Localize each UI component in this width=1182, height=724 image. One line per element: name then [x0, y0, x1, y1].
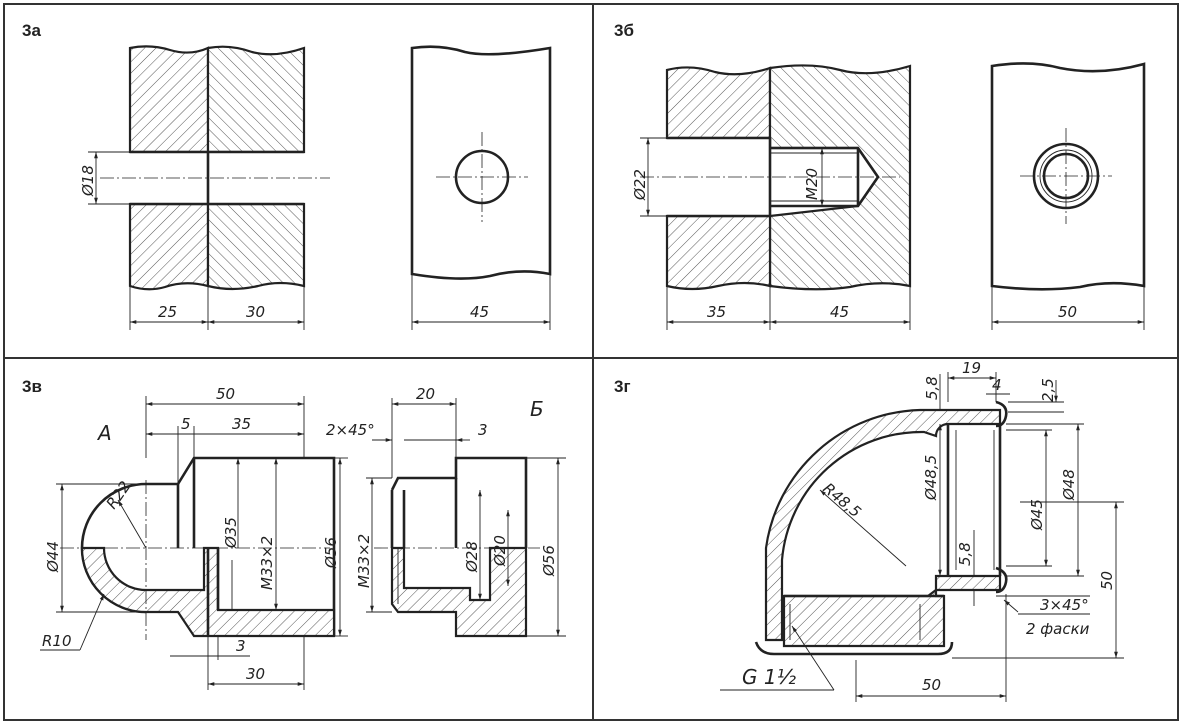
panel-3a: 3а Ø18 25 30	[22, 21, 552, 330]
dim-dia45: Ø45	[1028, 499, 1046, 531]
dim-dia44: Ø44	[44, 541, 62, 573]
dim-dia35: Ø35	[222, 517, 240, 549]
dim-35-top: 35	[232, 415, 251, 433]
dim-3-bottom: 3	[236, 637, 246, 655]
panel-label-3v: 3в	[22, 377, 42, 396]
panel-3v: 3в А Б 50 5 35 Ø44	[22, 377, 566, 690]
dim-chamfer-2x45: 2×45°	[326, 421, 375, 439]
dim-dia48-5: Ø48,5	[922, 455, 940, 501]
dim-50-vertical: 50	[1098, 571, 1116, 590]
part-a-section	[60, 456, 336, 640]
dim-30: 30	[246, 303, 265, 321]
dim-dia18: Ø18	[79, 165, 97, 197]
dim-45: 45	[470, 303, 489, 321]
dim-dia56-right: Ø56	[540, 545, 558, 577]
dim-r22: R22	[103, 478, 135, 513]
dim-chamfer-note: 2 фаски	[1026, 620, 1090, 638]
panel-3g: 3г 19 4 5,8	[614, 359, 1124, 702]
dim-4: 4	[992, 376, 1002, 394]
dim-5: 5	[181, 415, 191, 433]
panel-label-3a: 3а	[22, 21, 41, 40]
dim-5-8-top: 5,8	[923, 376, 941, 400]
panel-label-3b: 3б	[614, 21, 634, 40]
elbow-section	[754, 400, 1008, 656]
dim-dia28: Ø28	[463, 541, 481, 573]
view-label-a: А	[96, 421, 112, 445]
dim-3-right: 3	[478, 421, 488, 439]
dim-dia48: Ø48	[1060, 469, 1078, 501]
dim-19: 19	[962, 359, 981, 377]
part-b-section	[374, 456, 540, 638]
plates-section-3a	[100, 45, 330, 291]
dim-20: 20	[416, 385, 435, 403]
dim-dia56-left: Ø56	[322, 537, 340, 569]
dim-30-bottom: 30	[246, 665, 265, 683]
dim-50-horizontal: 50	[922, 676, 941, 694]
thread-label-g: G 1½	[742, 665, 797, 689]
dim-25: 25	[158, 303, 177, 321]
dim-45b: 45	[830, 303, 849, 321]
dim-dia20: Ø20	[491, 535, 509, 567]
dim-m20: M20	[803, 168, 821, 200]
dim-5-8-side: 5,8	[956, 542, 974, 566]
plates-section-3b	[640, 64, 912, 291]
dim-r10: R10	[42, 632, 72, 650]
dim-2-5: 2,5	[1039, 378, 1057, 402]
dim-dia22: Ø22	[631, 169, 649, 201]
dim-50: 50	[1058, 303, 1077, 321]
dim-chamfer-3x45: 3×45°	[1040, 596, 1089, 614]
plan-view-3a	[410, 45, 552, 280]
view-label-b: Б	[530, 397, 544, 421]
dim-m33-right: M33×2	[355, 534, 373, 588]
panel-borders	[3, 3, 1179, 721]
panel-3b: 3б Ø22 M20 35 45	[614, 21, 1146, 330]
dim-r48-5: R48,5	[819, 479, 864, 521]
plan-view-3b	[990, 62, 1146, 291]
dim-35: 35	[707, 303, 726, 321]
panel-label-3g: 3г	[614, 377, 631, 396]
dim-50-top: 50	[216, 385, 235, 403]
dim-m33-left: M33×2	[258, 536, 276, 590]
